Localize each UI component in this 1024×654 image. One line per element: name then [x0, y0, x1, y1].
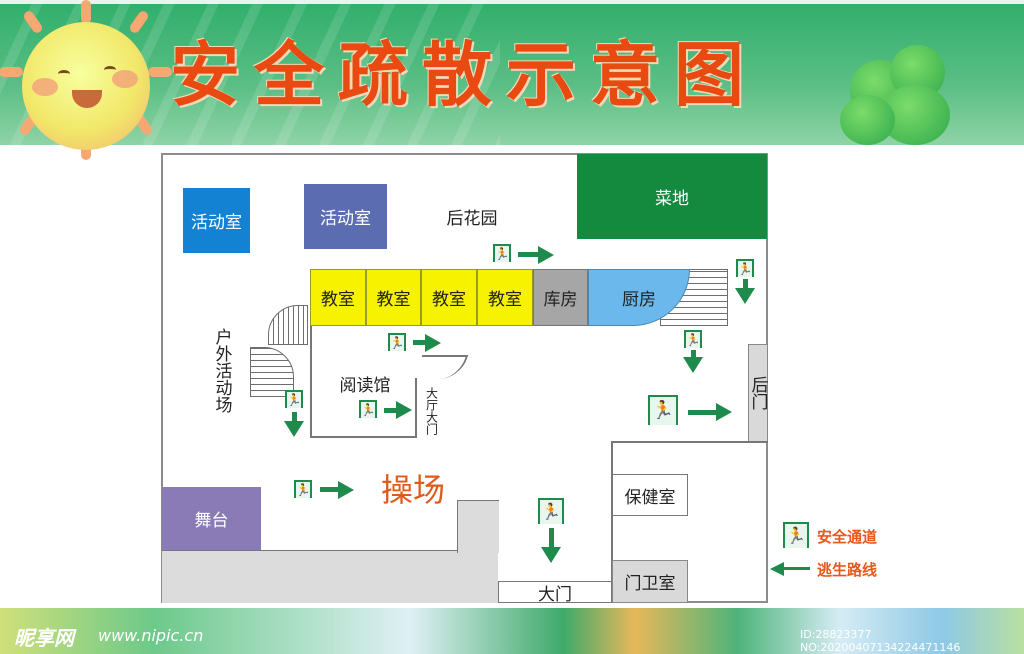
- vegetable-field: 菜地: [577, 154, 767, 239]
- storage-room: 库房: [533, 269, 588, 326]
- classroom-2: 教室: [366, 269, 421, 326]
- footer-decoration: [0, 608, 1024, 654]
- outdoor-activity-area-label: 户外活动场: [211, 328, 232, 413]
- exit-sign-icon: 🏃: [294, 480, 312, 498]
- exit-sign-icon: 🏃: [538, 498, 564, 524]
- sun-mascot-icon: [0, 0, 180, 160]
- arrow-right-icon: [716, 403, 732, 421]
- arrow-right-icon: [518, 252, 540, 257]
- classroom-3: 教室: [421, 269, 477, 326]
- watermark-url: www.nipic.cn: [98, 626, 204, 645]
- arrow-right-icon: [425, 334, 441, 352]
- watermark-logo: 昵享网: [14, 626, 74, 650]
- reading-hall-outline: [310, 326, 415, 438]
- activity-room-1: 活动室: [183, 188, 250, 253]
- arrow-right-icon: [413, 340, 427, 345]
- legend-safe-passage-label: 安全通道: [817, 528, 878, 546]
- arrow-left-icon: [782, 567, 810, 570]
- arrow-down-icon: [292, 412, 297, 422]
- lower-gray-block: [162, 550, 498, 603]
- arrow-down-icon: [549, 528, 554, 548]
- activity-room-2: 活动室: [304, 184, 387, 249]
- arrow-down-icon: [743, 279, 748, 289]
- classroom-4: 教室: [477, 269, 533, 326]
- classroom-1: 教室: [310, 269, 366, 326]
- page-title: 安全疏散示意图: [170, 34, 758, 116]
- exit-sign-icon: 🏃: [285, 390, 303, 408]
- inner-wall-right: [611, 441, 768, 443]
- hall-gate-label: 大厅大门: [424, 387, 439, 435]
- arrow-right-icon: [384, 408, 398, 413]
- image-id-text: ID:28823377 NO:20200407134224471146: [800, 628, 961, 654]
- guard-room: 门卫室: [612, 560, 688, 603]
- arrow-down-icon: [541, 547, 561, 563]
- arrow-left-icon: [770, 562, 784, 576]
- arrow-down-icon: [284, 421, 304, 437]
- playground-label: 操场: [380, 471, 445, 509]
- main-gate: 大门: [498, 581, 612, 605]
- arrow-down-icon: [691, 350, 696, 358]
- legend-exit-icon: 🏃: [783, 522, 809, 548]
- reading-hall-label: 阅读馆: [339, 375, 391, 396]
- banner-top-strip: [0, 0, 1024, 4]
- exit-sign-icon: 🏃: [648, 395, 678, 425]
- legend: 🏃 安全通道 逃生路线: [770, 518, 910, 584]
- exit-sign-icon: 🏃: [493, 244, 511, 262]
- arrow-right-icon: [338, 481, 354, 499]
- arrow-down-icon: [683, 357, 703, 373]
- arrow-right-icon: [320, 487, 340, 492]
- hall-gate-wall: [415, 378, 417, 438]
- bush-decoration-icon: [840, 40, 960, 145]
- exit-sign-icon: 🏃: [684, 330, 702, 348]
- arrow-right-icon: [688, 410, 718, 415]
- back-gate: 后门: [748, 344, 768, 442]
- back-garden-label: 后花园: [446, 208, 498, 229]
- legend-escape-route-label: 逃生路线: [817, 561, 878, 579]
- exit-sign-icon: 🏃: [736, 259, 754, 277]
- exit-sign-icon: 🏃: [359, 400, 377, 418]
- arrow-right-icon: [396, 401, 412, 419]
- health-room: 保健室: [612, 474, 688, 516]
- gray-pillar-block: [457, 500, 499, 553]
- arrow-right-icon: [538, 246, 554, 264]
- exit-sign-icon: 🏃: [388, 333, 406, 351]
- spiral-staircase-icon: [250, 305, 310, 397]
- inner-wall-vertical: [611, 441, 613, 603]
- stage: 舞台: [162, 487, 261, 550]
- arrow-down-icon: [735, 288, 755, 304]
